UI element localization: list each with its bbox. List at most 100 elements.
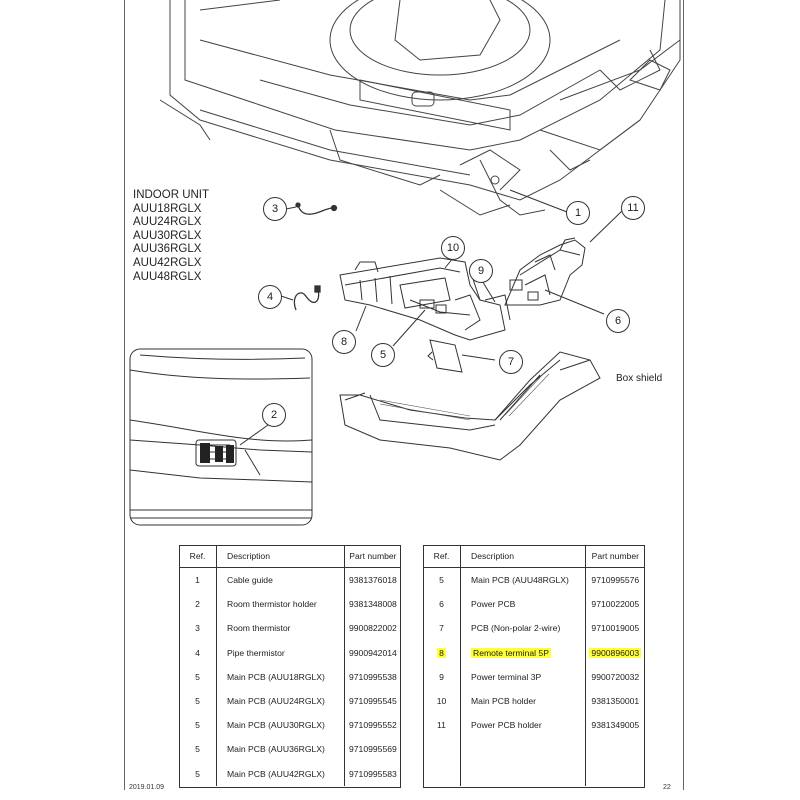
row-description: Cable guide <box>227 575 273 586</box>
table-row-highlighted: 8 Remote terminal 5P 9900896003 <box>423 640 645 665</box>
row-part-number: 9710995538 <box>343 664 401 689</box>
box-shield-label: Box shield <box>616 373 663 384</box>
row-ref: 2 <box>179 592 217 617</box>
table-header-row: Ref. Description Part number <box>423 545 645 568</box>
unit-line: AUU36RGLX <box>133 243 202 256</box>
callout-10: 10 <box>441 236 465 260</box>
inset-detail-frame <box>129 348 313 526</box>
table-row: 5 Main PCB (AUU18RGLX) 9710995538 <box>179 664 401 689</box>
row-description: Remote terminal 5P <box>461 641 586 665</box>
row-part-number: 9710019005 <box>584 616 645 641</box>
highlight-mark: 8 <box>437 647 446 658</box>
footer-date: 2019.01.09 <box>129 784 165 791</box>
table-header-row: Ref. Description Part number <box>179 545 401 568</box>
table-row: 5 Main PCB (AUU30RGLX) 9710995552 <box>179 713 401 738</box>
highlight-mark: 9900896003 <box>589 647 642 658</box>
row-part-number: 9710995569 <box>343 737 401 762</box>
row-description: PCB (Non-polar 2-wire) <box>471 623 561 634</box>
unit-line: AUU30RGLX <box>133 229 202 242</box>
control-box-outline <box>339 257 506 341</box>
callout-6: 6 <box>606 309 630 333</box>
row-ref: 5 <box>179 713 217 738</box>
unit-line: AUU48RGLX <box>133 270 202 283</box>
row-description: Power PCB holder <box>471 720 542 731</box>
row-part-number: 9381350001 <box>584 688 645 714</box>
row-part-number: 9900822002 <box>343 616 401 641</box>
unit-line: AUU18RGLX <box>133 202 202 215</box>
table-row-empty <box>423 761 645 786</box>
header-part-number: Part number <box>584 545 645 568</box>
callout-5: 5 <box>371 343 395 367</box>
row-description: Room thermistor <box>227 623 291 634</box>
header-ref: Ref. <box>179 545 217 568</box>
row-part-number: 9900942014 <box>343 640 401 665</box>
row-description: Room thermistor holder <box>227 599 317 610</box>
row-description: Power PCB <box>471 599 516 610</box>
row-description: Main PCB (AUU42RGLX) <box>227 768 325 779</box>
row-part-number: 9900896003 <box>584 640 645 665</box>
row-part-number: 9710995583 <box>343 761 401 786</box>
row-description: Main PCB holder <box>471 696 536 707</box>
box-shield-outline <box>339 351 601 461</box>
row-part-number: 9710995545 <box>343 688 401 714</box>
page-number: 22 <box>663 784 671 791</box>
row-part-number: 9710022005 <box>584 592 645 617</box>
row-ref: 5 <box>179 664 217 689</box>
row-ref: 5 <box>179 737 217 762</box>
row-ref: 5 <box>179 761 217 786</box>
row-ref: 7 <box>423 616 461 641</box>
callout-7: 7 <box>499 350 523 374</box>
header-ref: Ref. <box>423 545 461 568</box>
table-row: 7 PCB (Non-polar 2-wire) 9710019005 <box>423 616 645 641</box>
indoor-unit-model-list: INDOOR UNIT AUU18RGLX AUU24RGLX AUU30RGL… <box>133 189 209 284</box>
callout-8: 8 <box>332 330 356 354</box>
header-description: Description <box>216 545 345 568</box>
row-ref: 4 <box>179 640 217 665</box>
highlight-mark: Remote terminal 5P <box>471 647 551 658</box>
table-row: 2 Room thermistor holder 9381348008 <box>179 592 401 617</box>
table-row: 6 Power PCB 9710022005 <box>423 592 645 617</box>
row-description: Main PCB (AUU18RGLX) <box>227 671 325 682</box>
row-ref: 8 <box>423 640 461 665</box>
table-row-empty <box>423 737 645 762</box>
table-row: 5 Main PCB (AUU48RGLX) 9710995576 <box>423 567 645 593</box>
row-part-number: 9381349005 <box>584 713 645 738</box>
callout-9: 9 <box>469 259 493 283</box>
callout-3: 3 <box>263 197 287 221</box>
row-ref: 11 <box>423 713 461 738</box>
row-ref: 5 <box>423 567 461 593</box>
row-description: Main PCB (AUU30RGLX) <box>227 720 325 731</box>
row-description: Main PCB (AUU48RGLX) <box>471 575 569 586</box>
row-ref: 10 <box>423 688 461 714</box>
parts-table-right: Ref. Description Part number 5 Main PCB (… <box>423 545 645 786</box>
callout-4: 4 <box>258 285 282 309</box>
unit-line: INDOOR UNIT <box>133 189 210 201</box>
row-ref: 9 <box>423 664 461 689</box>
row-ref: 5 <box>179 688 217 714</box>
table-row: 10 Main PCB holder 9381350001 <box>423 688 645 714</box>
row-part-number: 9900720032 <box>584 664 645 689</box>
fan-housing <box>329 0 551 101</box>
table-row: 3 Room thermistor 9900822002 <box>179 616 401 641</box>
table-row: 4 Pipe thermistor 9900942014 <box>179 640 401 665</box>
unit-line: AUU24RGLX <box>133 216 202 229</box>
row-part-number: 9381348008 <box>343 592 401 617</box>
table-row: 11 Power PCB holder 9381349005 <box>423 713 645 738</box>
row-description: Pipe thermistor <box>227 647 285 658</box>
row-part-number: 9710995552 <box>343 713 401 738</box>
callout-1: 1 <box>566 201 590 225</box>
callout-11: 11 <box>621 196 645 220</box>
table-row: 5 Main PCB (AUU42RGLX) 9710995583 <box>179 761 401 786</box>
row-description: Power terminal 3P <box>471 671 542 682</box>
row-part-number: 9710995576 <box>584 567 645 593</box>
callout-2: 2 <box>262 403 286 427</box>
row-ref: 3 <box>179 616 217 641</box>
header-part-number: Part number <box>343 545 401 568</box>
row-description: Main PCB (AUU24RGLX) <box>227 696 325 707</box>
row-ref: 6 <box>423 592 461 617</box>
row-part-number: 9381376018 <box>343 567 401 593</box>
